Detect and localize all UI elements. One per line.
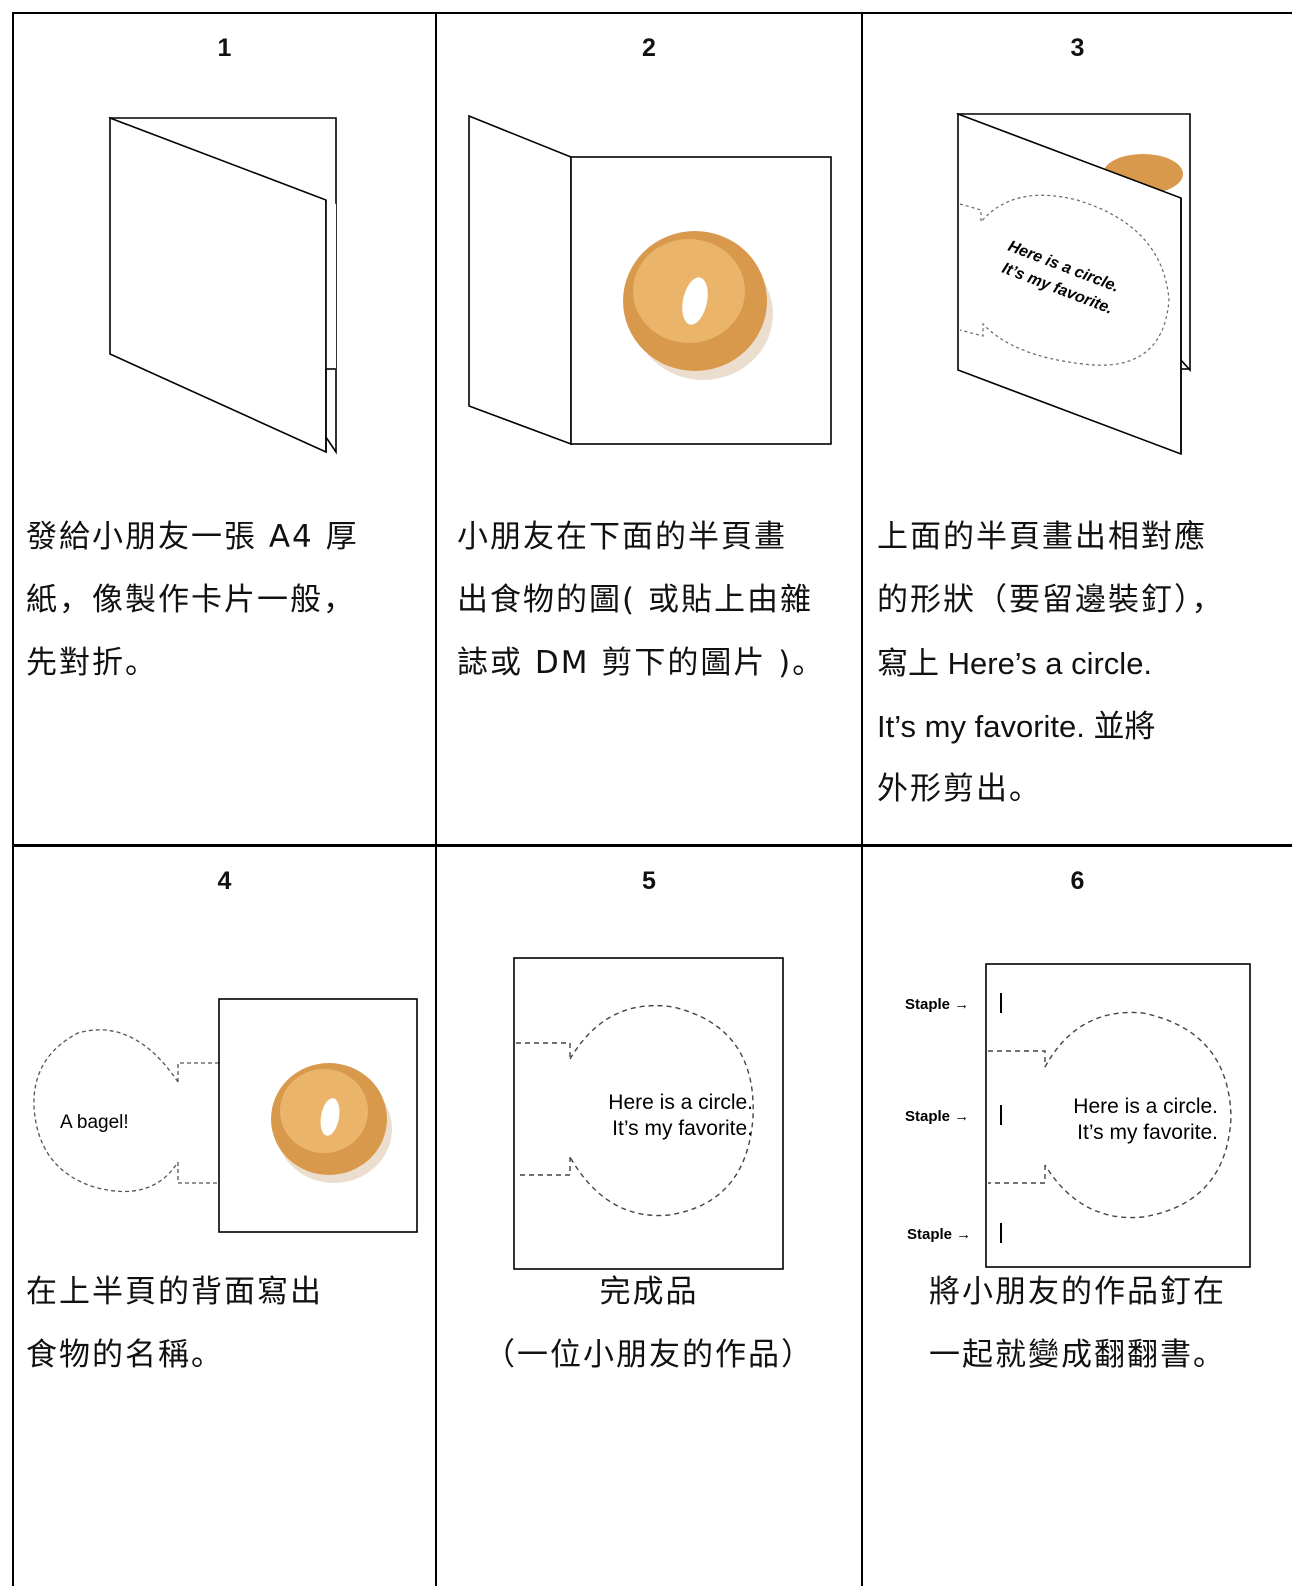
cut-circle-card-illustration: Here is a circle. It’s my favorite.: [956, 112, 1191, 456]
step-text-line: 一起就變成翻翻書。: [929, 1337, 1226, 1373]
table-col-divider-2: [861, 12, 863, 1586]
instruction-table: 1 發給小朋友一張 A4 厚 紙，像製作卡片一般， 先對折。 2: [12, 12, 1292, 1586]
table-border-top: [12, 12, 1292, 14]
circle-text-line-1: Here is a circle.: [1073, 1095, 1218, 1118]
finished-card-illustration: Here is a circle. It’s my favorite.: [513, 957, 784, 1270]
step-number: 2: [642, 34, 656, 62]
step-text-line: 紙，像製作卡片一般，: [26, 582, 356, 618]
table-row-divider: [12, 844, 1292, 847]
step-text-line: 上面的半頁畫出相對應: [877, 519, 1207, 555]
step-number: 4: [217, 867, 232, 895]
step-text-line: 寫上 Here’s a circle.: [877, 646, 1153, 681]
step-text-line: 外形剪出。: [877, 771, 1042, 807]
circle-text-line-1: Here is a circle.: [608, 1091, 753, 1114]
step-number: 6: [1070, 867, 1085, 895]
step-text-line: 出食物的圖( 或貼上由雜: [457, 582, 813, 618]
step-cell-4: 4 A bagel! 在上半頁的背面寫出 食物的名稱。: [14, 847, 435, 1586]
step-number: 5: [642, 867, 656, 895]
step-text-line: It’s my favorite. 並將: [877, 709, 1156, 744]
bagel-label: A bagel!: [60, 1112, 129, 1133]
step-text-line: 的形狀（要留邊裝釘），: [877, 582, 1225, 618]
step-text-line: 小朋友在下面的半頁畫: [457, 519, 787, 555]
stapled-flip-book-illustration: Staple → Staple → Staple → Here is a cir…: [905, 963, 1251, 1268]
step-text-line: 食物的名稱。: [26, 1337, 224, 1373]
step-text-line: 將小朋友的作品釘在: [929, 1274, 1226, 1310]
step-cell-2: 2 小朋友在下面的半頁畫 出食物的圖( 或貼上由雜 誌或 DM 剪下的圖片 )。: [437, 14, 861, 844]
circle-text-line-2: It’s my favorite.: [612, 1117, 753, 1140]
step-number: 1: [217, 34, 232, 62]
circle-text-line-2: It’s my favorite.: [1077, 1121, 1218, 1144]
staple-label: Staple →: [905, 996, 969, 1013]
staple-label: Staple →: [907, 1226, 971, 1243]
step-cell-1: 1 發給小朋友一張 A4 厚 紙，像製作卡片一般， 先對折。: [14, 14, 435, 844]
step-text-line: 在上半頁的背面寫出: [26, 1274, 323, 1310]
open-card-with-bagel-illustration: [468, 114, 832, 446]
step-text-line: 完成品: [599, 1274, 699, 1310]
staple-label: Staple →: [905, 1108, 969, 1125]
bagel-label-back-illustration: A bagel!: [33, 998, 418, 1233]
step-cell-3: 3 Here is a circle. It’s my favorite. 上面…: [863, 14, 1292, 844]
step-text-line: 發給小朋友一張 A4 厚: [26, 519, 359, 555]
step-text-line: 先對折。: [26, 645, 158, 681]
step-cell-6: 6 Staple → Staple → Staple → Here is a c…: [863, 847, 1292, 1586]
bagel-icon: [623, 231, 773, 380]
bagel-icon: [271, 1063, 392, 1183]
folded-paper-illustration: [108, 116, 337, 455]
table-col-divider-1: [435, 12, 437, 1586]
step-text-line: 誌或 DM 剪下的圖片 )。: [457, 645, 826, 681]
table-border-left: [12, 12, 14, 1586]
step-cell-5: 5 Here is a circle. It’s my favorite. 完成…: [437, 847, 861, 1586]
step-number: 3: [1070, 34, 1085, 62]
step-text-line: （一位小朋友的作品）: [484, 1337, 814, 1373]
